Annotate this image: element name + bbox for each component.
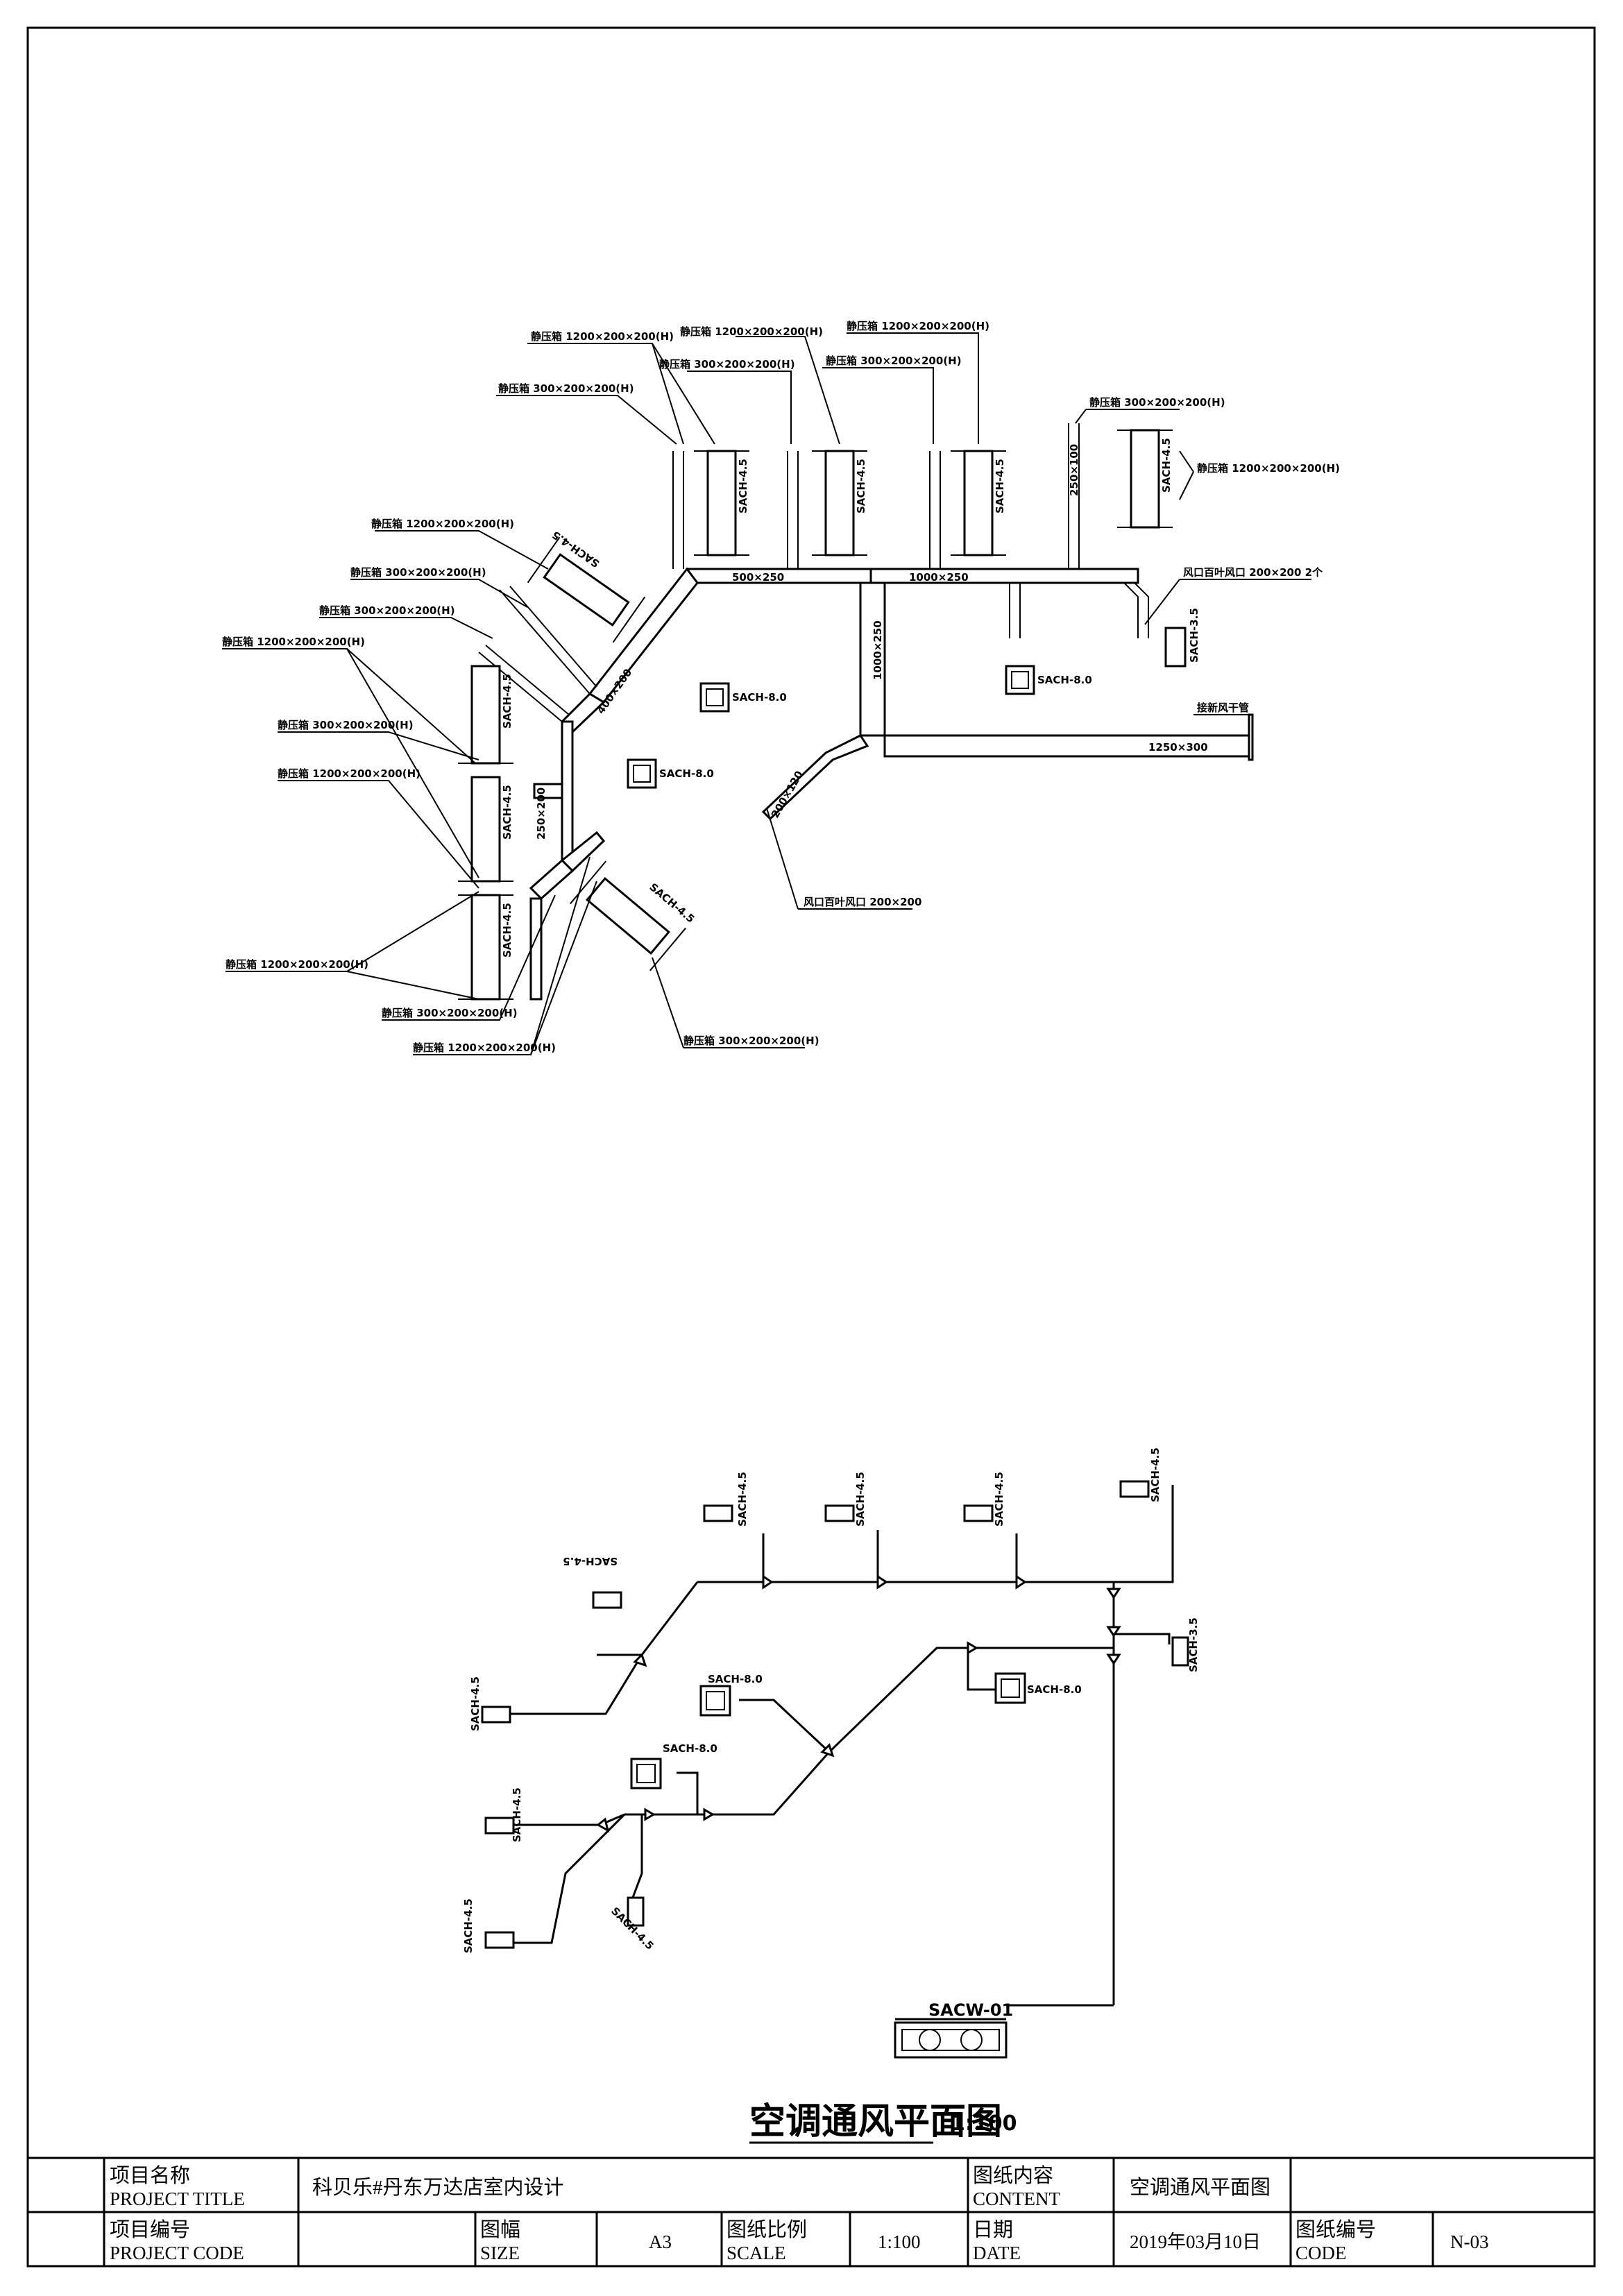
outdoor-unit: [894, 2021, 1008, 2059]
plan-label-plenum: 静压箱 1200×200×200(H): [531, 330, 674, 343]
tb-scale-cn: 图纸比例: [726, 2218, 807, 2241]
tb-code-value: N-03: [1450, 2231, 1489, 2252]
plan-label-plenum: 静压箱 1200×200×200(H): [226, 958, 368, 971]
plan-label-plenum: 静压箱 300×200×200(H): [683, 1035, 819, 1047]
plan-label-plenum: 静压箱 300×200×200(H): [350, 566, 486, 579]
tb-date-cn: 日期: [973, 2219, 1013, 2241]
drawing-title-scale: 1:100: [951, 2111, 1017, 2136]
plan-label-fresh-air-main: 接新风干管: [1197, 701, 1249, 714]
plan-label-unit: SACH-4.5: [501, 903, 513, 958]
tb-date-en: DATE: [973, 2243, 1021, 2263]
tb-project-title-cn: 项目名称: [110, 2164, 190, 2187]
schematic-label-unit: SACH-4.5: [469, 1676, 482, 1731]
plan-label-plenum: 静压箱 300×200×200(H): [498, 382, 634, 395]
schematic-label-unit: SACH-4.5: [563, 1555, 618, 1567]
plan-label-plenum: 静压箱 300×200×200(H): [382, 1007, 518, 1019]
plan-label-duct-size: 200×120: [769, 769, 806, 820]
plan-label-duct-size: 1000×250: [872, 620, 884, 680]
schematic-label-unit: SACH-4.5: [993, 1472, 1005, 1527]
plan-label-duct-size: 1000×250: [909, 571, 969, 584]
plan-label-plenum: 静压箱 1200×200×200(H): [680, 325, 823, 338]
tb-project-title-en: PROJECT TITLE: [110, 2188, 245, 2209]
plan-label-unit: SACH-4.5: [737, 459, 749, 513]
plan-label-plenum: 静压箱 300×200×200(H): [319, 604, 455, 617]
tb-project-name: 科贝乐#丹东万达店室内设计: [312, 2176, 564, 2199]
schematic-label-unit: SACH-3.5: [1187, 1617, 1200, 1672]
plan-label-plenum: 静压箱 1200×200×200(H): [371, 518, 514, 530]
plan-label-unit: SACH-8.0: [1037, 674, 1092, 686]
schematic-label-unit: SACH-4.5: [854, 1472, 867, 1527]
plan-label-plenum: 静压箱 300×200×200(H): [278, 719, 414, 731]
drawing-title-text: 空调通风平面图: [749, 2101, 1002, 2143]
plan-label-duct-size: 250×100: [1068, 444, 1080, 496]
plan-label-unit: SACH-4.5: [501, 785, 513, 840]
tb-scale-value: 1:100: [878, 2231, 921, 2252]
plan-label-plenum: 静压箱 1200×200×200(H): [278, 767, 420, 780]
tb-size-cn: 图幅: [480, 2218, 520, 2241]
plan-label-plenum: 静压箱 300×200×200(H): [659, 358, 795, 371]
title-block: 项目名称 PROJECT TITLE 科贝乐#丹东万达店室内设计 图纸内容 CO…: [26, 2157, 1596, 2268]
tb-code-cn: 图纸编号: [1295, 2218, 1376, 2241]
plan-label-duct-size: 500×250: [732, 571, 784, 584]
schematic-label-group: SACH-4.5 SACH-4.5 SACH-4.5 SACH-4.5 SACH…: [462, 1447, 1200, 2021]
tb-date-value: 2019年03月10日: [1130, 2231, 1261, 2252]
plan-label-plenum: 静压箱 1200×200×200(H): [1197, 462, 1340, 475]
plan-label-plenum: 静压箱 300×200×200(H): [826, 355, 962, 367]
plan-label-unit: SACH-8.0: [732, 691, 787, 704]
plan-label-unit: SACH-4.5: [1160, 438, 1173, 493]
tb-code-en: CODE: [1295, 2243, 1347, 2263]
leader-lines: [222, 332, 1311, 1055]
indoor-units: [458, 429, 1187, 1001]
tb-content-value: 空调通风平面图: [1130, 2176, 1271, 2199]
refrigerant-schematic: [481, 1480, 1189, 2059]
plan-label-unit: SACH-4.5: [501, 674, 513, 729]
schematic-label-unit: SACH-8.0: [663, 1742, 717, 1755]
plan-label-exhaust-grille: 风口百叶风口 200×200: [804, 896, 921, 908]
plan-label-duct-size: 1250×300: [1148, 741, 1208, 754]
schematic-label-unit: SACH-4.5: [1149, 1447, 1162, 1502]
schematic-label-unit: SACH-8.0: [1027, 1683, 1082, 1696]
plan-label-unit: SACH-3.5: [1188, 608, 1200, 663]
plan-label-plenum: 静压箱 300×200×200(H): [1089, 396, 1225, 409]
tb-project-code-cn: 项目编号: [110, 2218, 190, 2241]
schematic-label-unit: SACH-4.5: [462, 1898, 475, 1953]
tb-content-cn: 图纸内容: [973, 2164, 1053, 2187]
drawing-title: 空调通风平面图 1:100: [749, 2101, 1017, 2144]
plan-label-plenum: 静压箱 1200×200×200(H): [847, 320, 989, 332]
tb-content-en: CONTENT: [973, 2188, 1060, 2209]
tb-scale-en: SCALE: [726, 2243, 786, 2263]
schematic-label-unit: SACH-4.5: [736, 1472, 749, 1527]
plan-label-plenum: 静压箱 1200×200×200(H): [222, 636, 365, 648]
schematic-label-unit: SACH-4.5: [511, 1787, 523, 1842]
plan-label-plenum: 静压箱 1200×200×200(H): [413, 1041, 556, 1054]
schematic-label-unit: SACH-8.0: [708, 1673, 763, 1685]
tb-size-value: A3: [649, 2231, 672, 2252]
tb-project-code-en: PROJECT CODE: [110, 2243, 244, 2263]
duct-plan: [478, 423, 1254, 1001]
plan-label-return-grille: 风口百叶风口 200×200 2个: [1183, 566, 1323, 579]
plan-label-unit: SACH-4.5: [994, 459, 1006, 513]
sheet-border: [26, 26, 1596, 2268]
plan-label-duct-size: 250×200: [535, 788, 547, 840]
plan-label-unit: SACH-4.5: [855, 459, 867, 513]
plan-label-unit: SACH-8.0: [659, 767, 714, 780]
tb-size-en: SIZE: [480, 2243, 520, 2263]
outdoor-unit-label: SACW-01: [928, 2000, 1013, 2020]
